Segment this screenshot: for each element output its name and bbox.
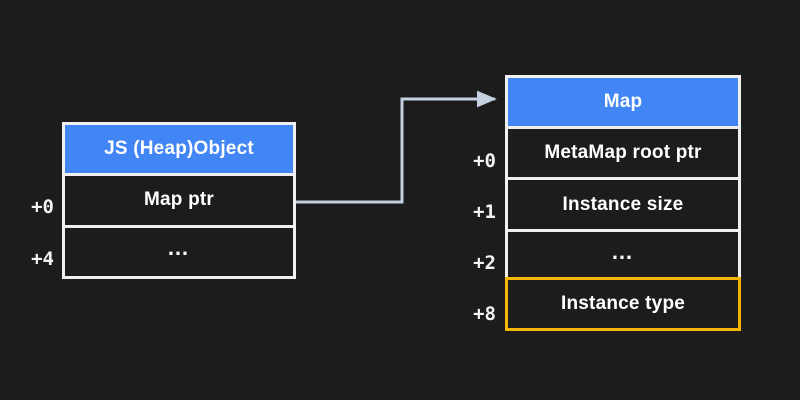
js-heap-object-row-ellipsis-label: … bbox=[167, 235, 191, 261]
map-offset-8: +8 bbox=[473, 303, 496, 325]
js-heap-object-offset-0: +0 bbox=[31, 196, 54, 218]
map-offset-1: +1 bbox=[473, 201, 496, 223]
js-heap-object-row-map-ptr-label: Map ptr bbox=[143, 189, 214, 211]
map-row-instance-size-label: Instance size bbox=[562, 193, 684, 215]
js-heap-object-header: JS (Heap)Object bbox=[65, 125, 293, 174]
map-row-instance-type: Instance type bbox=[505, 276, 741, 332]
js-heap-object-header-label: JS (Heap)Object bbox=[104, 138, 254, 160]
map-header-label: Map bbox=[603, 91, 643, 113]
js-heap-object-offset-4: +4 bbox=[31, 248, 54, 270]
map-box: Map MetaMap root ptr Instance size … Ins… bbox=[505, 75, 741, 332]
map-row-ellipsis: … bbox=[508, 228, 738, 280]
map-row-instance-type-label: Instance type bbox=[560, 292, 686, 314]
map-row-metamap-root-ptr: MetaMap root ptr bbox=[508, 126, 738, 178]
map-row-ellipsis-label: … bbox=[611, 239, 635, 265]
js-heap-object-box: JS (Heap)Object Map ptr … bbox=[62, 122, 296, 279]
map-header: Map bbox=[508, 78, 738, 127]
map-offset-0: +0 bbox=[473, 150, 496, 172]
map-row-instance-size: Instance size bbox=[508, 177, 738, 229]
map-row-metamap-root-ptr-label: MetaMap root ptr bbox=[544, 142, 702, 164]
map-offset-2: +2 bbox=[473, 252, 496, 274]
js-heap-object-row-map-ptr: Map ptr bbox=[65, 173, 293, 225]
js-heap-object-row-ellipsis: … bbox=[65, 224, 293, 276]
